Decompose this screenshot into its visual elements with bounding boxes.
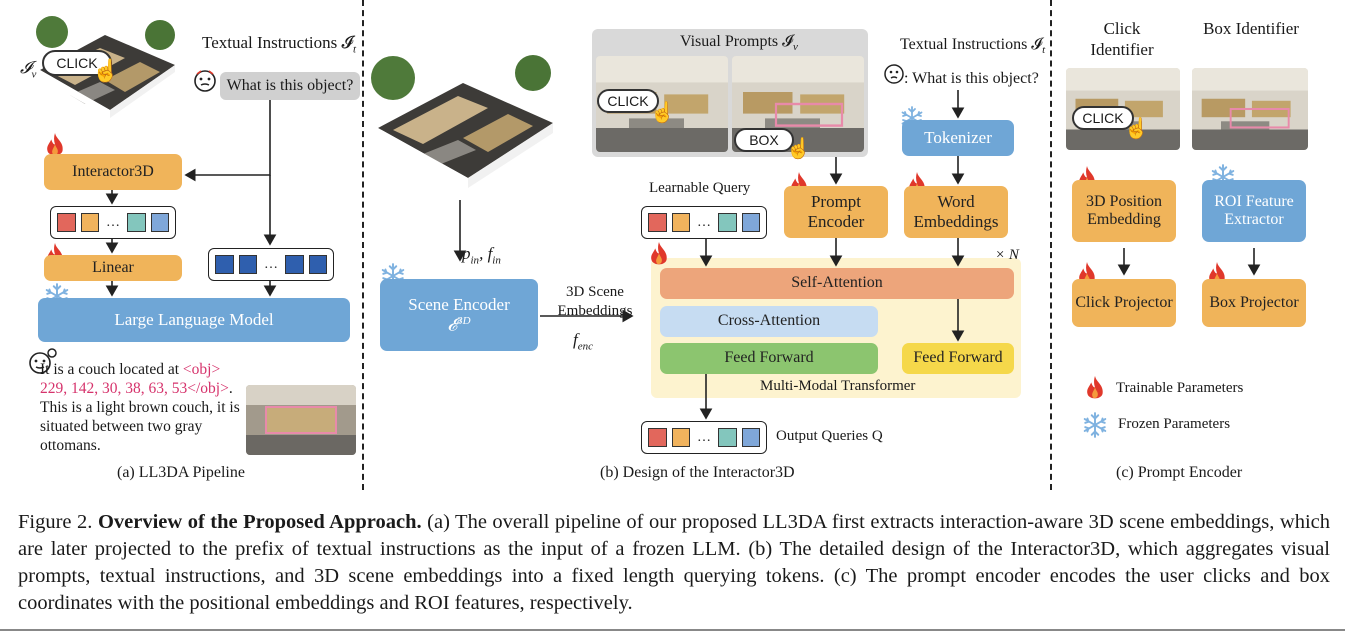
visual-prompts-label: Visual Prompts 𝓘v bbox=[680, 33, 798, 54]
mmt-label: Multi-Modal Transformer bbox=[760, 378, 916, 394]
scene-encoder-block: Scene Encoder 𝓔3D bbox=[380, 279, 538, 351]
query-tokens-a: … bbox=[50, 206, 176, 239]
caption-c: (c) Prompt Encoder bbox=[1116, 464, 1243, 481]
click-prompt-b: CLICK bbox=[597, 89, 659, 113]
scene-embeddings-label: 3D Scene Embeddings bbox=[557, 284, 633, 319]
feed-forward-left-block: Feed Forward bbox=[660, 343, 878, 374]
user-face-icon bbox=[882, 62, 906, 86]
box-identifier-image bbox=[1192, 68, 1308, 150]
frozen-legend: Frozen Parameters bbox=[1118, 416, 1231, 432]
interactor3d-block: Interactor3D bbox=[44, 154, 182, 190]
box-projector-block: Box Projector bbox=[1202, 279, 1306, 327]
cross-attention-block: Cross-Attention bbox=[660, 306, 878, 337]
word-embeddings-block: Word Embeddings bbox=[904, 186, 1008, 238]
learnable-query-tokens: … bbox=[641, 206, 767, 239]
hand-cursor-icon: ☝ bbox=[92, 58, 120, 83]
arrows-b bbox=[453, 90, 965, 420]
self-attention-block: Self-Attention bbox=[660, 268, 1014, 299]
tokenizer-block: Tokenizer bbox=[902, 120, 1014, 156]
click-prompt-c: CLICK bbox=[1072, 106, 1134, 130]
click-projector-block: Click Projector bbox=[1072, 279, 1176, 327]
instruction-tokens-a: … bbox=[208, 248, 334, 281]
feed-forward-right-block: Feed Forward bbox=[902, 343, 1014, 374]
linear-block: Linear bbox=[44, 255, 182, 281]
click-identifier-label: Click Identifier bbox=[1090, 19, 1154, 59]
question-text-b: : What is this object? bbox=[904, 70, 1039, 87]
learnable-query-label: Learnable Query bbox=[649, 180, 751, 196]
llm-block: Large Language Model bbox=[38, 298, 350, 342]
arrows-c bbox=[1117, 248, 1261, 276]
hand-cursor-icon: ☝ bbox=[1124, 118, 1149, 140]
answer-image bbox=[246, 385, 356, 455]
divider-right bbox=[1050, 0, 1052, 490]
trainable-legend: Trainable Parameters bbox=[1116, 380, 1244, 396]
visual-prompt-box-image bbox=[732, 56, 864, 152]
bottom-rule bbox=[0, 629, 1345, 631]
scene-image-b bbox=[368, 48, 558, 198]
question-bubble-a: What is this object? bbox=[220, 72, 360, 100]
fenc-label: fenc bbox=[573, 330, 593, 353]
answer-text: It is a couch located at <obj> 229, 142,… bbox=[40, 361, 240, 454]
caption-a: (a) LL3DA Pipeline bbox=[117, 464, 245, 481]
caption-b: (b) Design of the Interactor3D bbox=[600, 464, 795, 481]
box-prompt-b: BOX bbox=[734, 128, 794, 152]
figure-caption: Figure 2. Overview of the Proposed Appro… bbox=[18, 511, 1330, 614]
assistant-face-icon bbox=[26, 347, 60, 377]
position-embedding-block: 3D Position Embedding bbox=[1072, 180, 1176, 242]
user-face-icon bbox=[192, 68, 218, 94]
textual-instructions-label-a: Textual Instructions 𝓘t bbox=[202, 33, 357, 56]
textual-instructions-label-b: Textual Instructions 𝓘t bbox=[900, 36, 1046, 57]
box-identifier-label: Box Identifier bbox=[1203, 19, 1299, 38]
output-query-tokens: … bbox=[641, 421, 767, 454]
iv-label: 𝓘v bbox=[20, 58, 37, 81]
click-prompt-a: CLICK bbox=[42, 50, 112, 76]
times-n-label: × N bbox=[995, 247, 1019, 263]
output-queries-label: Output Queries Q bbox=[776, 428, 883, 444]
divider-left bbox=[362, 0, 364, 490]
hand-cursor-icon: ☝ bbox=[786, 138, 811, 160]
arrows-a bbox=[105, 100, 277, 297]
roi-extractor-block: ROI Feature Extractor bbox=[1202, 180, 1306, 242]
prompt-encoder-block: Prompt Encoder bbox=[784, 186, 888, 238]
hand-cursor-icon: ☝ bbox=[650, 102, 675, 124]
